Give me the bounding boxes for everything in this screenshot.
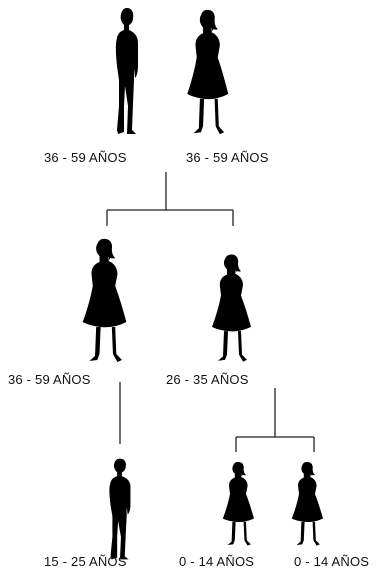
man-figure-top xyxy=(115,8,138,134)
connector-parents-to-children xyxy=(106,172,234,226)
label-bottom-man: 15 - 25 AÑOS xyxy=(44,554,127,569)
man-figure-bottom xyxy=(109,458,131,560)
woman-figure-top xyxy=(187,9,229,135)
label-bottom-girl-left: 0 - 14 AÑOS xyxy=(179,554,255,569)
label-top-man: 36 - 59 AÑOS xyxy=(44,150,127,165)
label-top-woman: 36 - 59 AÑOS xyxy=(186,150,269,165)
label-bottom-girl-right: 0 - 14 AÑOS xyxy=(294,554,370,569)
woman-figure-mid-left xyxy=(82,238,127,362)
label-mid-woman-left: 36 - 59 AÑOS xyxy=(8,372,91,387)
girl-figure-bottom-left xyxy=(222,461,254,546)
girl-figure-bottom-right xyxy=(291,461,323,546)
label-mid-woman-right: 26 - 35 AÑOS xyxy=(166,372,249,387)
connector-right-to-daughters xyxy=(235,388,315,452)
woman-figure-mid-right xyxy=(212,254,251,362)
